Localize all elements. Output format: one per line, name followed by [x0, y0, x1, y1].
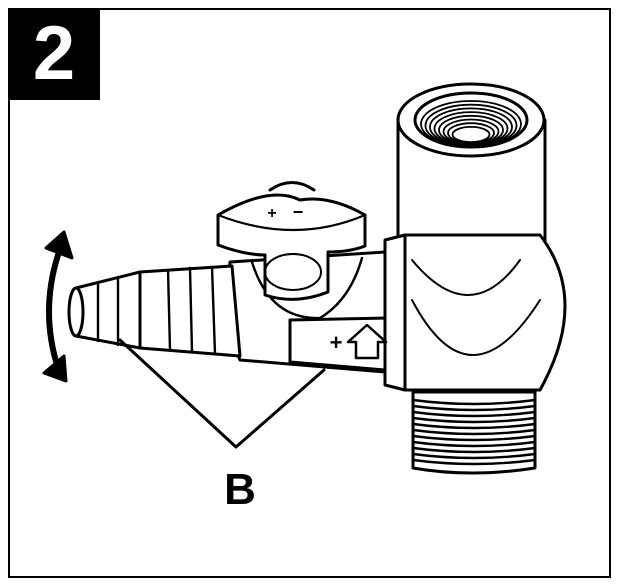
thread-ring — [411, 452, 537, 460]
hose-barb — [67, 264, 242, 358]
inner-thread-ring — [451, 126, 491, 144]
handle-plus-symbol: + — [267, 205, 276, 222]
thread-ring — [411, 398, 537, 406]
label-b-leader-lines — [118, 338, 326, 449]
pipe-threads — [411, 398, 537, 466]
up-arrow-icon — [346, 323, 388, 360]
rotation-arrow-icon — [42, 230, 74, 383]
thread-ring — [411, 434, 537, 442]
thread-ring — [411, 446, 537, 454]
bottom-threaded-pipe — [411, 390, 537, 475]
tee-body — [383, 233, 567, 392]
handle-minus-symbol: − — [293, 202, 304, 222]
step-number-badge: 2 — [8, 8, 100, 100]
thread-ring — [411, 458, 537, 466]
tap-plus-symbol: + — [330, 330, 343, 355]
pipe-inner-threads — [420, 100, 522, 148]
thread-ring — [411, 416, 537, 424]
callout-label-b: B — [224, 465, 256, 514]
thread-ring — [411, 440, 537, 448]
thread-ring — [411, 404, 537, 412]
thread-ring — [411, 422, 537, 430]
valve-handle[interactable] — [216, 181, 367, 301]
thread-ring — [411, 428, 537, 436]
thread-ring — [411, 410, 537, 418]
